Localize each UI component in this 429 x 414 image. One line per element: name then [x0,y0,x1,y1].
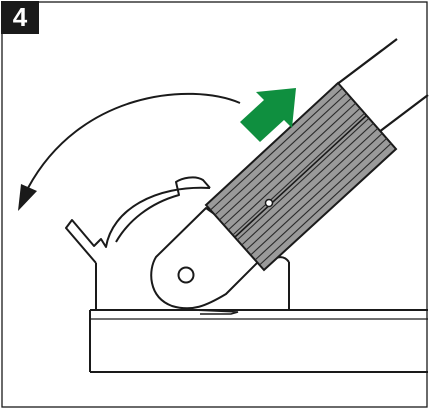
grip-rib [245,127,379,251]
grip-rib [236,117,370,241]
arrow-up-right-icon [240,88,296,142]
grip-rib [241,122,375,246]
grip-rib [223,102,357,226]
grip-rib [219,97,352,221]
base-slab [89,309,428,373]
grip-rib [232,112,366,236]
grip-rib [259,142,392,266]
sleeve-center-dot [264,198,274,208]
grip-sleeve [204,81,398,272]
grip-rib [227,107,361,231]
figure-border [1,1,428,408]
grip-rib [214,92,348,216]
grip-rib [254,137,388,261]
curved-arrow-icon [18,92,241,211]
step-number-badge: 4 [1,1,39,34]
grip-rib [210,87,343,211]
handle-tube [335,38,429,136]
pivot-hole [177,266,195,284]
grip-rib [250,132,383,256]
crimp-edge [192,309,239,315]
